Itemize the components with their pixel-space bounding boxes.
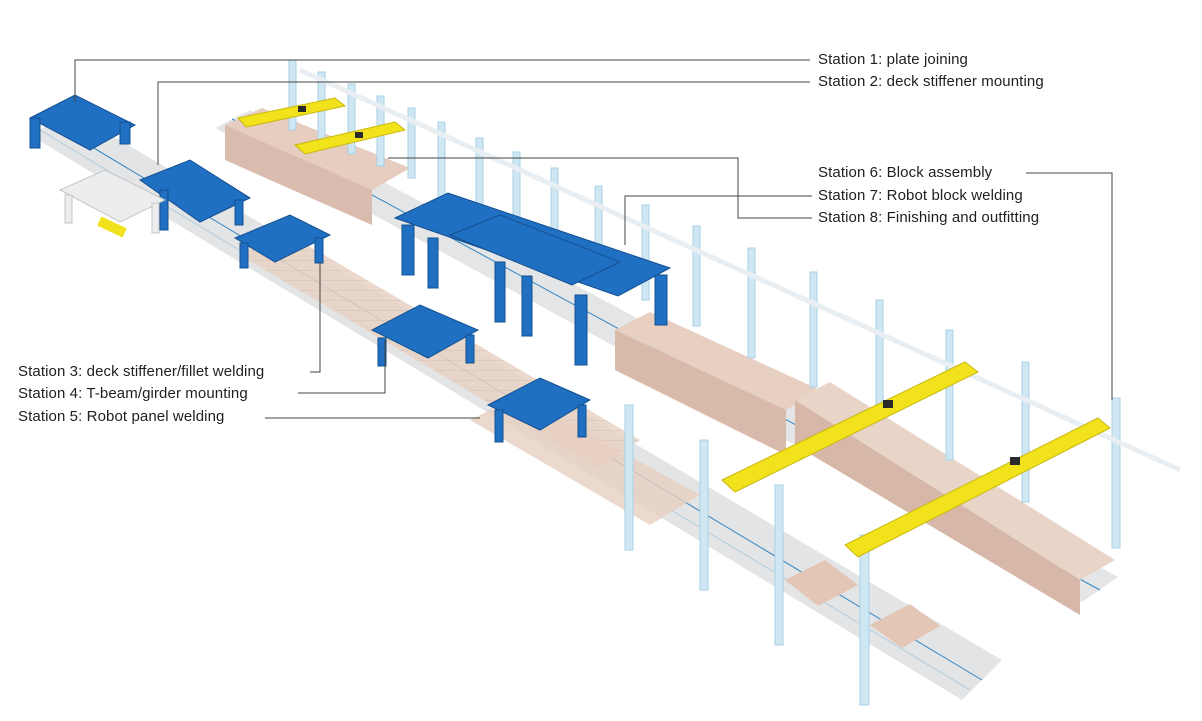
label-station-7: Station 7: Robot block welding [818,187,1023,204]
label-station-1: Station 1: plate joining [818,51,969,68]
leader-s1 [74,59,810,102]
crane-trolleys [298,106,1020,465]
label-station-2: Station 2: deck stiffener mounting [818,73,1044,90]
leader-s2 [157,81,810,165]
leader-s8 [388,157,812,219]
label-station-8: Station 8: Finishing and outfitting [818,209,1040,226]
leader-s6 [1026,172,1113,400]
overhead-cranes [237,97,1111,558]
leader-lines [74,59,1113,419]
leader-s7 [624,195,812,245]
label-station-3: Station 3: deck stiffener/fillet welding [18,363,265,380]
block-welding-gantry [393,192,672,366]
leader-s4 [298,340,386,394]
label-station-4: Station 4: T-beam/girder mounting [18,385,248,402]
label-station-5: Station 5: Robot panel welding [18,408,225,425]
label-station-6: Station 6: Block assembly [818,164,993,181]
block-assemblies [225,108,1115,615]
side-yellow-plate [97,216,127,238]
panel-line-gantries [28,94,592,443]
leader-s3 [310,262,321,373]
side-gantry [58,169,167,234]
roof-rail [298,67,1182,473]
